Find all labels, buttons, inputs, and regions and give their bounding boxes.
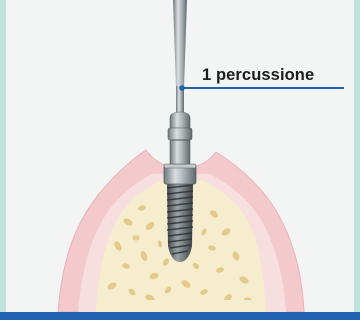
callout-label: 1 percussione <box>202 66 314 84</box>
bottom-bar <box>0 312 360 320</box>
dental-implant-icon <box>164 164 196 262</box>
